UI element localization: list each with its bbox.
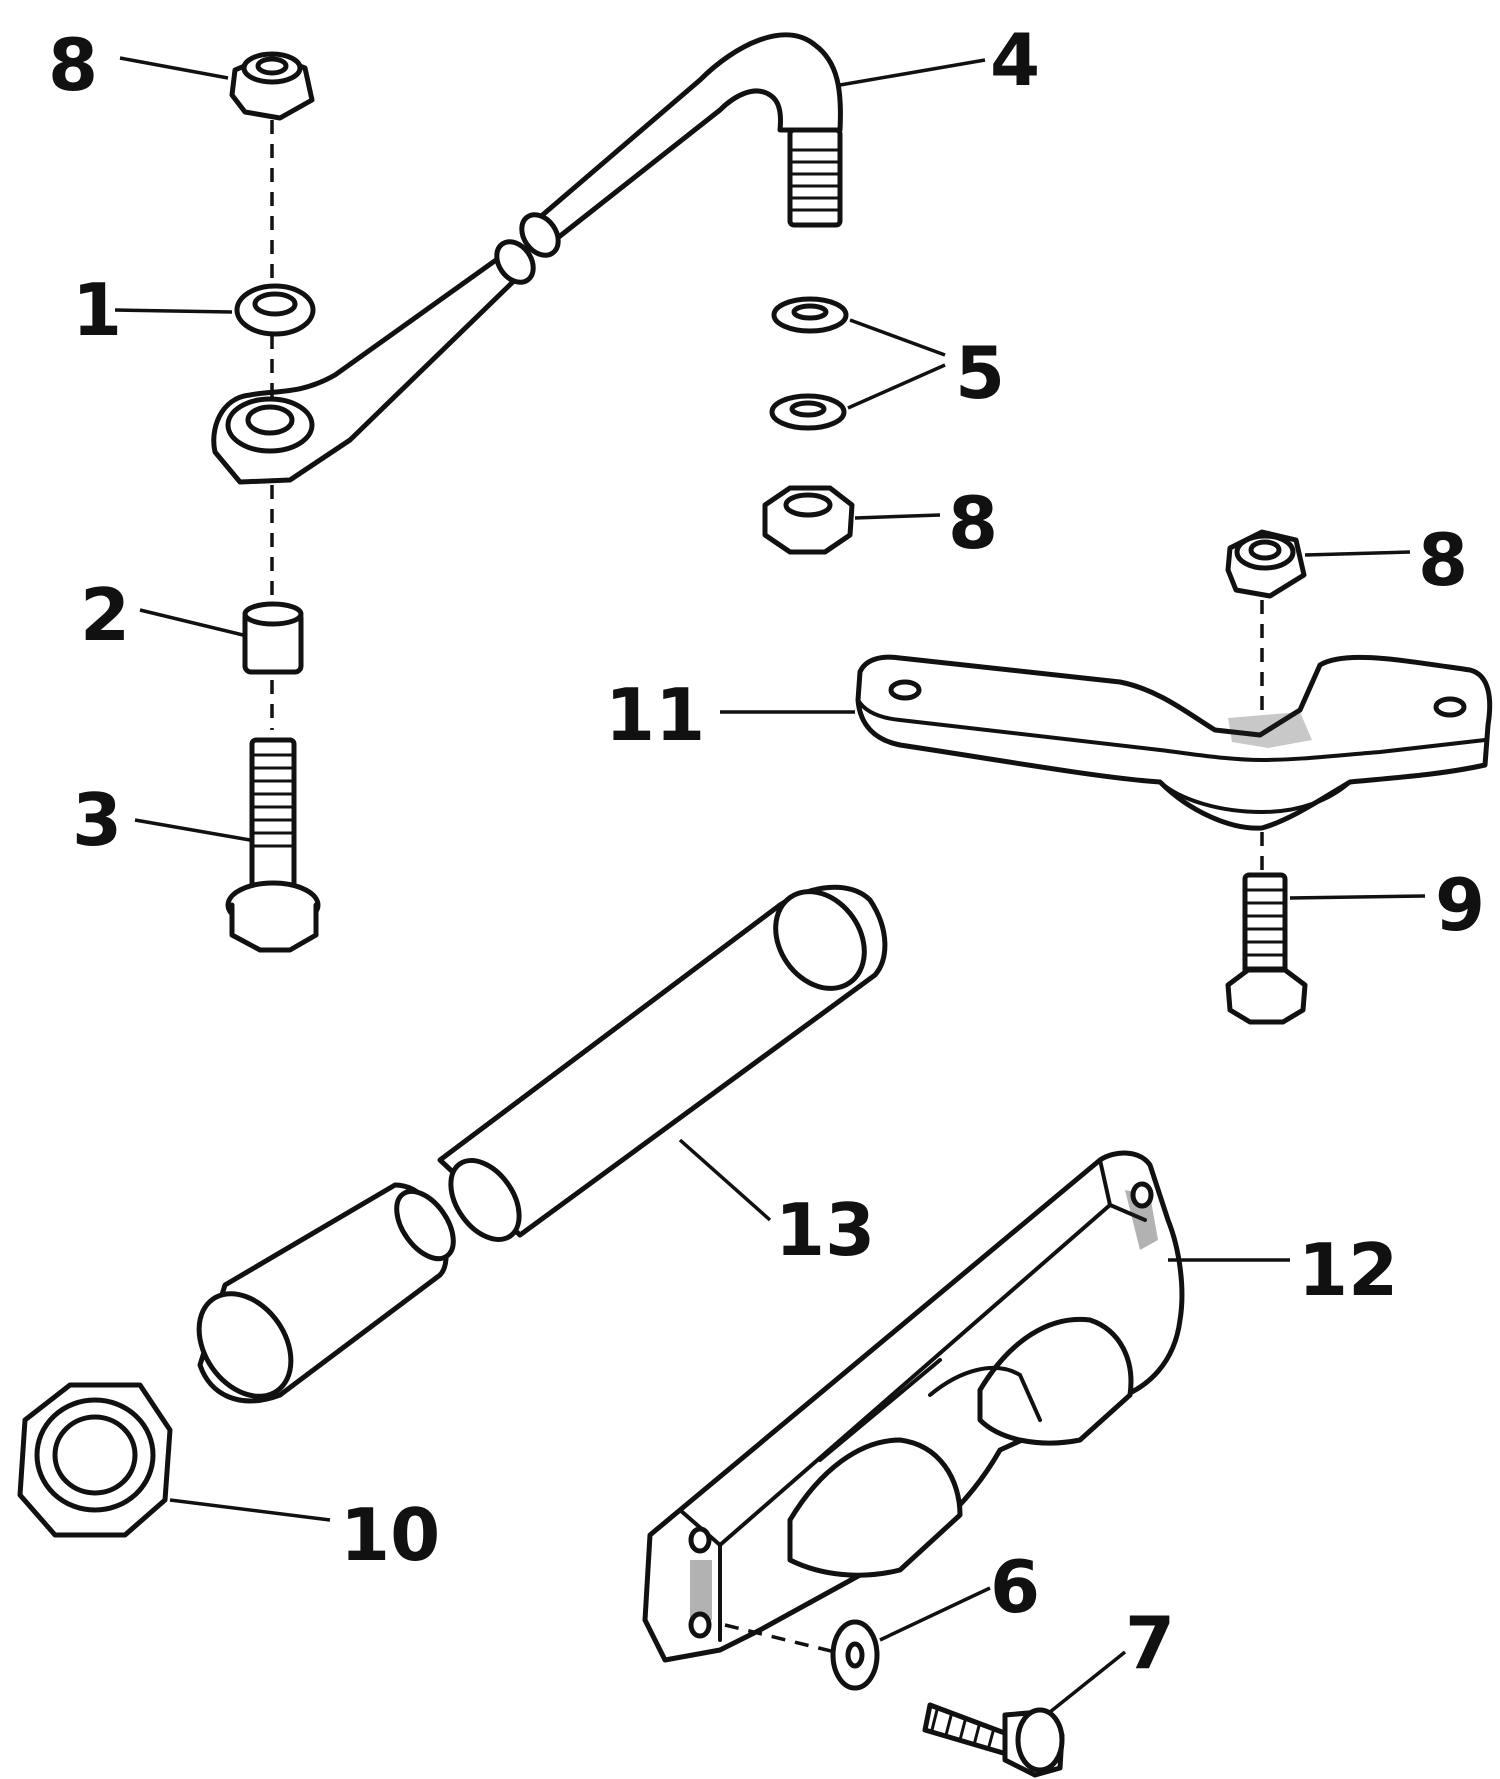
callout-9: 9 (1435, 863, 1485, 947)
callout-4: 4 (990, 18, 1040, 102)
callout-8-middle: 8 (948, 481, 998, 565)
callout-5: 5 (955, 331, 1005, 415)
washer-pair-part-5 (769, 296, 849, 431)
lock-nut-top-left (229, 51, 315, 121)
callout-2: 2 (80, 573, 130, 657)
callout-10: 10 (340, 1493, 440, 1577)
callout-1: 1 (72, 268, 122, 352)
callout-11: 11 (605, 673, 705, 757)
callout-13: 13 (775, 1188, 875, 1272)
callout-8-top-left: 8 (48, 23, 98, 107)
bolt-part-9 (1225, 872, 1308, 1025)
mounting-bracket-part-12 (642, 1150, 1185, 1663)
steering-arm-part-11 (855, 654, 1493, 831)
cap-screw-part-7 (922, 1702, 1065, 1778)
tube-part-13 (196, 884, 888, 1404)
leader-lines (114, 56, 1426, 1714)
callout-12: 12 (1298, 1228, 1398, 1312)
large-hex-nut-part-10 (17, 1382, 173, 1538)
bolt-part-3 (225, 737, 321, 953)
callout-7: 7 (1125, 1601, 1175, 1685)
callout-3: 3 (72, 778, 122, 862)
link-rod-part (211, 32, 843, 485)
lock-nut-middle (762, 485, 855, 555)
spacer-part-2 (242, 601, 304, 675)
washer-part-1 (234, 283, 316, 337)
washer-part-6 (830, 1619, 880, 1691)
callout-labels: 8 4 1 5 8 2 8 11 3 9 13 12 10 6 7 (48, 18, 1485, 1685)
callout-8-right: 8 (1418, 518, 1468, 602)
callout-6: 6 (990, 1545, 1040, 1629)
lock-nut-right (1225, 529, 1307, 599)
